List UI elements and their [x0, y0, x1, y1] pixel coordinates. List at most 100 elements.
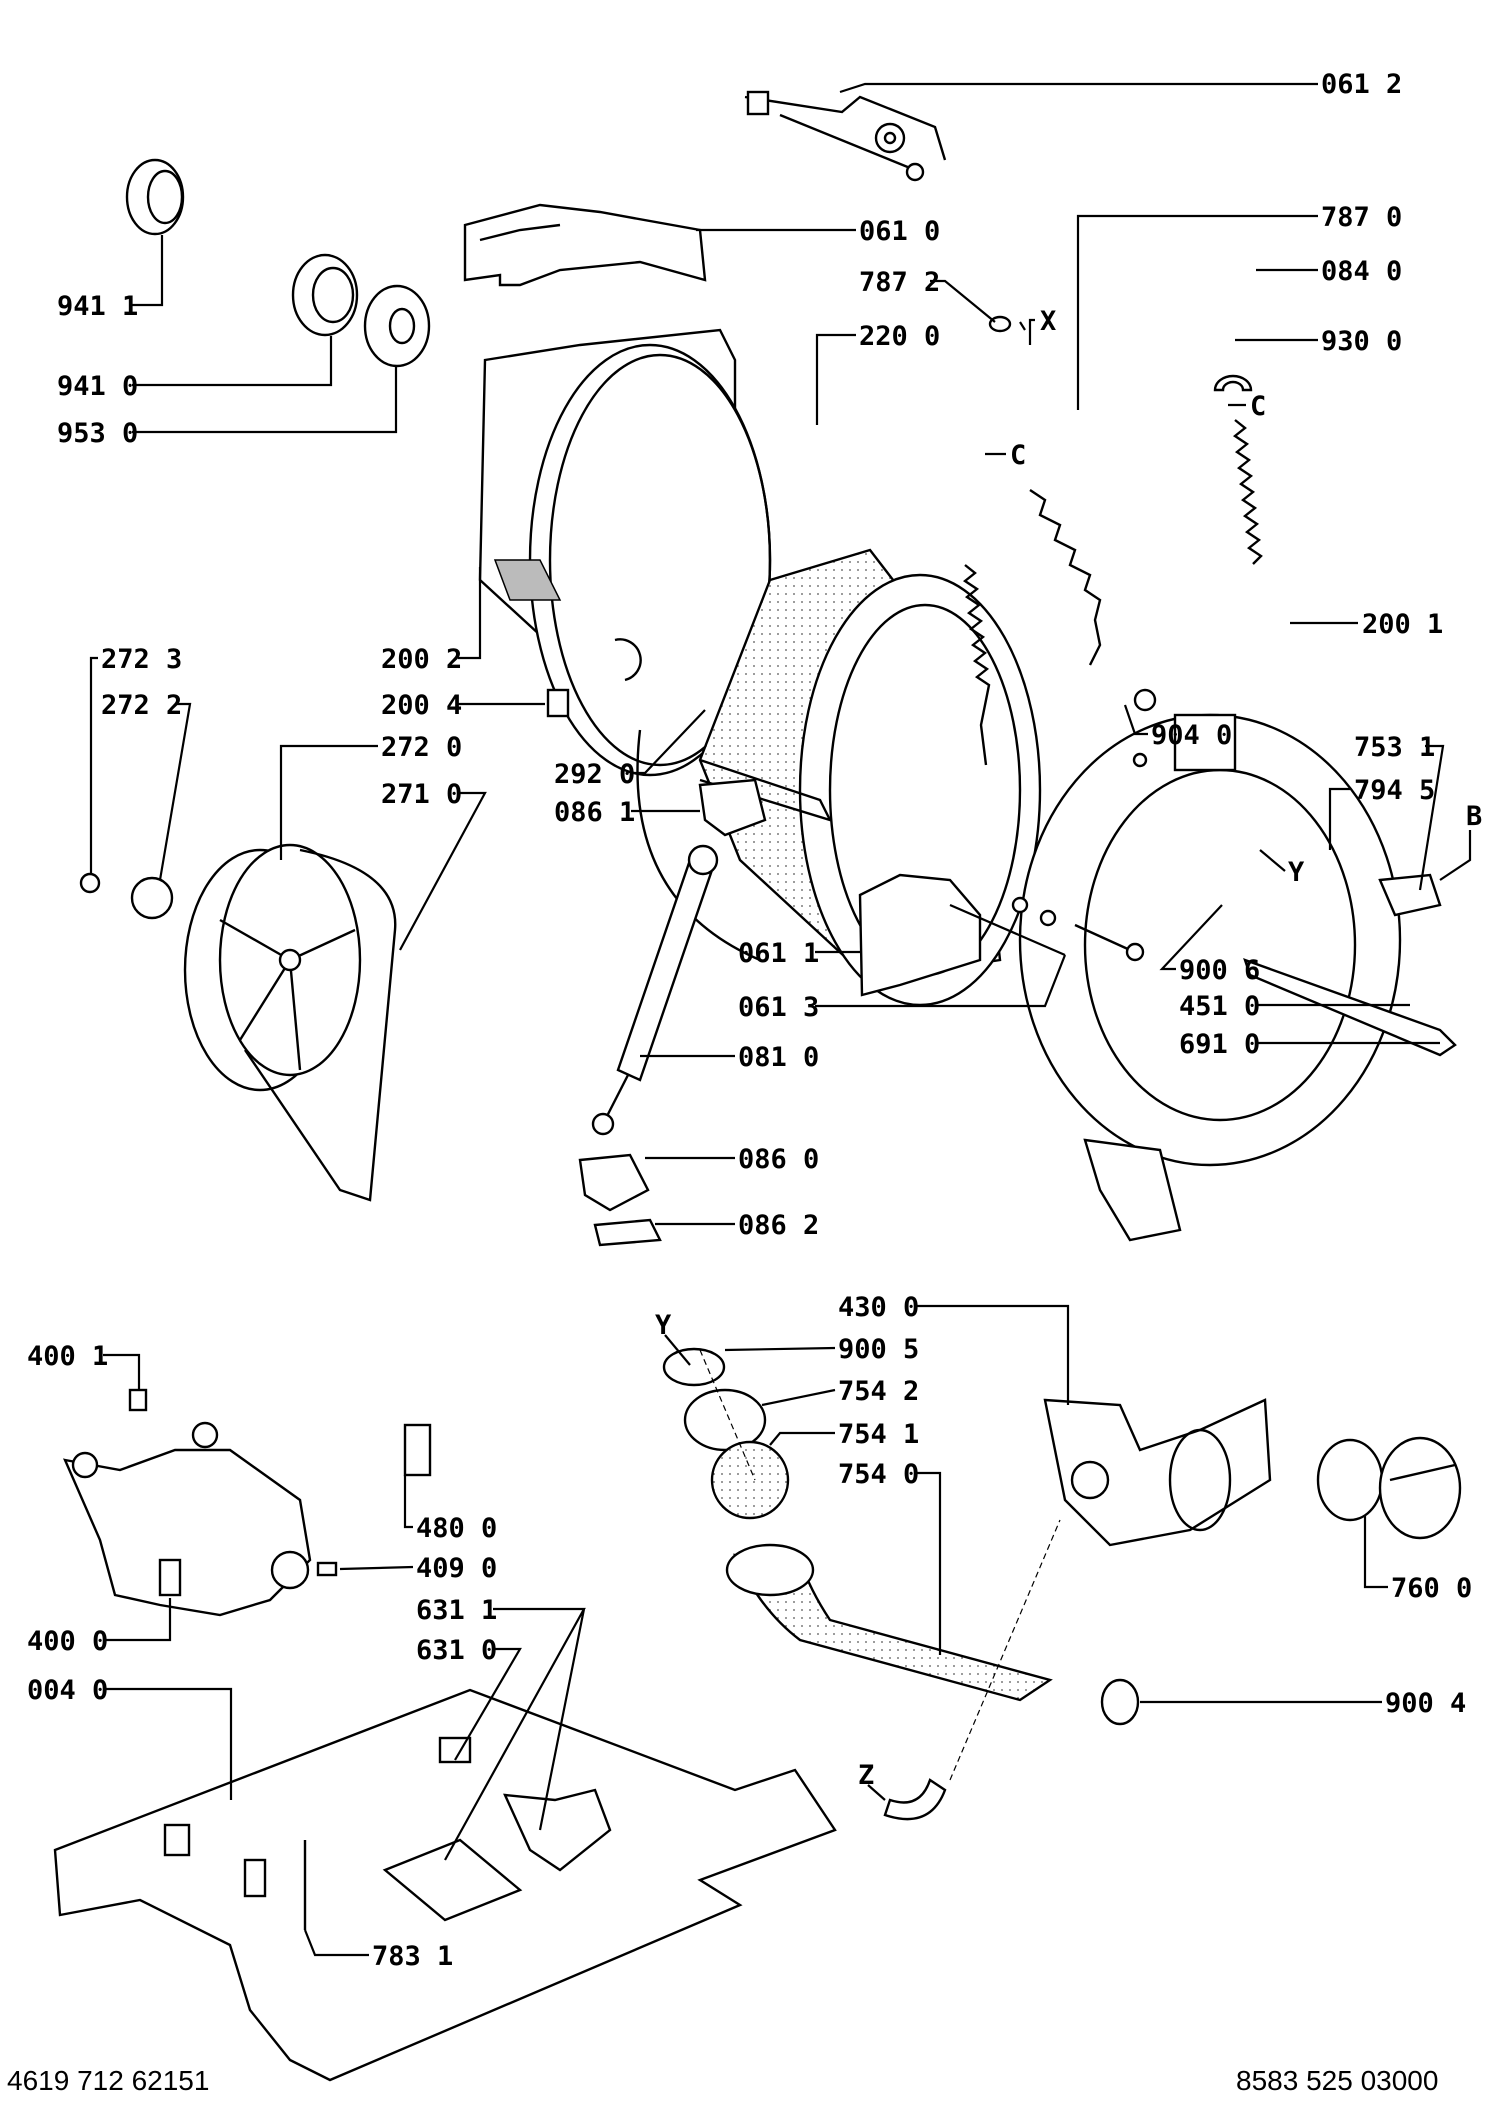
top-bracket-part	[744, 90, 947, 182]
leader-line	[279, 744, 378, 860]
leader-line	[1363, 1515, 1388, 1589]
part-number-label: 004 0	[27, 1675, 108, 1706]
part-number-label: 904 0	[1151, 720, 1232, 751]
callout-letter: B	[1466, 801, 1482, 832]
leader-line	[444, 1607, 586, 1861]
hose-z-part	[883, 1778, 947, 1821]
belt-part	[244, 848, 397, 1202]
part-number-label: 272 0	[381, 732, 462, 763]
leader-line	[339, 1565, 414, 1571]
leader-line	[403, 1475, 413, 1529]
leader-line	[1076, 214, 1318, 410]
front-tub-part	[1018, 688, 1402, 1242]
part-number-label: 292 0	[554, 759, 635, 790]
part-number-label: 787 2	[859, 267, 940, 298]
leader-line	[631, 709, 706, 775]
clip-200-4-part	[546, 688, 570, 718]
bearing-941-1	[125, 158, 185, 236]
footer-left-code: 4619 712 62151	[7, 2065, 209, 2096]
footer-right-code: 8583 525 03000	[1236, 2065, 1438, 2096]
part-number-label: 061 3	[738, 992, 819, 1023]
washer-272-2-part	[130, 876, 174, 920]
part-number-label: 400 1	[27, 1341, 108, 1372]
part-number-label: 754 1	[838, 1419, 919, 1450]
part-number-label: 941 1	[57, 291, 138, 322]
connector-480-part	[403, 1423, 432, 1477]
spring-right-part	[1232, 419, 1263, 565]
part-number-label: 754 0	[838, 1459, 919, 1490]
base-frame-part	[53, 1688, 837, 2082]
leader-line	[89, 656, 98, 873]
part-number-label: 220 0	[859, 321, 940, 352]
part-number-label: 760 0	[1391, 1573, 1472, 1604]
part-number-label: 787 0	[1321, 202, 1402, 233]
leader-line	[839, 82, 1318, 94]
part-number-label: 783 1	[372, 1941, 453, 1972]
part-number-label: 400 0	[27, 1626, 108, 1657]
part-number-label: 900 4	[1385, 1688, 1466, 1719]
leader-line	[158, 702, 192, 881]
leader-line	[458, 567, 482, 660]
leader-line	[769, 1431, 835, 1446]
spring-left-part	[962, 564, 991, 766]
callout-letter: C	[1250, 391, 1266, 422]
leader-line	[399, 791, 487, 951]
bolt-061-3-part	[1011, 896, 1145, 962]
part-number-label: 631 0	[416, 1635, 497, 1666]
leader-line	[724, 1346, 836, 1352]
part-number-label: 061 1	[738, 938, 819, 969]
connector-409-part	[316, 1561, 338, 1577]
part-number-label: 200 4	[381, 690, 462, 721]
leader-line	[103, 1687, 233, 1800]
leader-line	[1123, 704, 1148, 736]
shock-absorber-part	[578, 778, 767, 1247]
part-number-label: 941 0	[57, 371, 138, 402]
hook-084-part	[1213, 374, 1253, 392]
counterweight-part	[463, 203, 707, 287]
part-number-label: 086 2	[738, 1210, 819, 1241]
leader-line	[930, 279, 996, 323]
part-number-label: 272 3	[101, 644, 182, 675]
callout-leader	[1019, 318, 1035, 345]
brush-400-1-part	[128, 1388, 148, 1412]
callout-letter: Y	[655, 1310, 672, 1341]
part-number-label: 953 0	[57, 418, 138, 449]
leader-line	[815, 333, 856, 425]
clamp-900-4-part	[1100, 1678, 1140, 1726]
callout-leader	[1259, 849, 1286, 872]
callout-leader	[664, 1334, 691, 1366]
callout-leader	[1439, 830, 1472, 881]
leader-line	[454, 1647, 522, 1761]
callout-letter: X	[1040, 306, 1056, 337]
callout-leader	[867, 1784, 886, 1801]
part-number-label: 061 0	[859, 216, 940, 247]
part-number-label: 900 6	[1179, 955, 1260, 986]
leader-line	[915, 1304, 1070, 1405]
leader-line	[132, 366, 398, 434]
rear-tub-part	[478, 328, 772, 777]
part-number-label: 409 0	[416, 1553, 497, 1584]
leader-line	[1159, 904, 1223, 971]
ring-900-5-part	[662, 1347, 726, 1387]
part-number-label: 086 0	[738, 1144, 819, 1175]
filter-760-part	[1316, 1436, 1462, 1540]
callout-letter: C	[1010, 440, 1026, 471]
leader-line	[915, 1471, 942, 1655]
part-number-label: 081 0	[738, 1042, 819, 1073]
leader-line	[815, 903, 1067, 1008]
part-number-label: 900 5	[838, 1334, 919, 1365]
part-number-label: 480 0	[416, 1513, 497, 1544]
heater-451-part	[1243, 958, 1457, 1057]
leader-line	[132, 336, 333, 387]
part-number-label: 794 5	[1354, 775, 1435, 806]
leader-line	[103, 1353, 141, 1390]
part-number-label: 430 0	[838, 1292, 919, 1323]
leader-line	[103, 1598, 172, 1642]
seal-953-0	[363, 284, 431, 368]
clamp-787-2-part	[988, 315, 1012, 333]
pulley-part	[183, 843, 362, 1092]
part-number-label: 930 0	[1321, 326, 1402, 357]
callout-letter: Z	[858, 1760, 874, 1791]
